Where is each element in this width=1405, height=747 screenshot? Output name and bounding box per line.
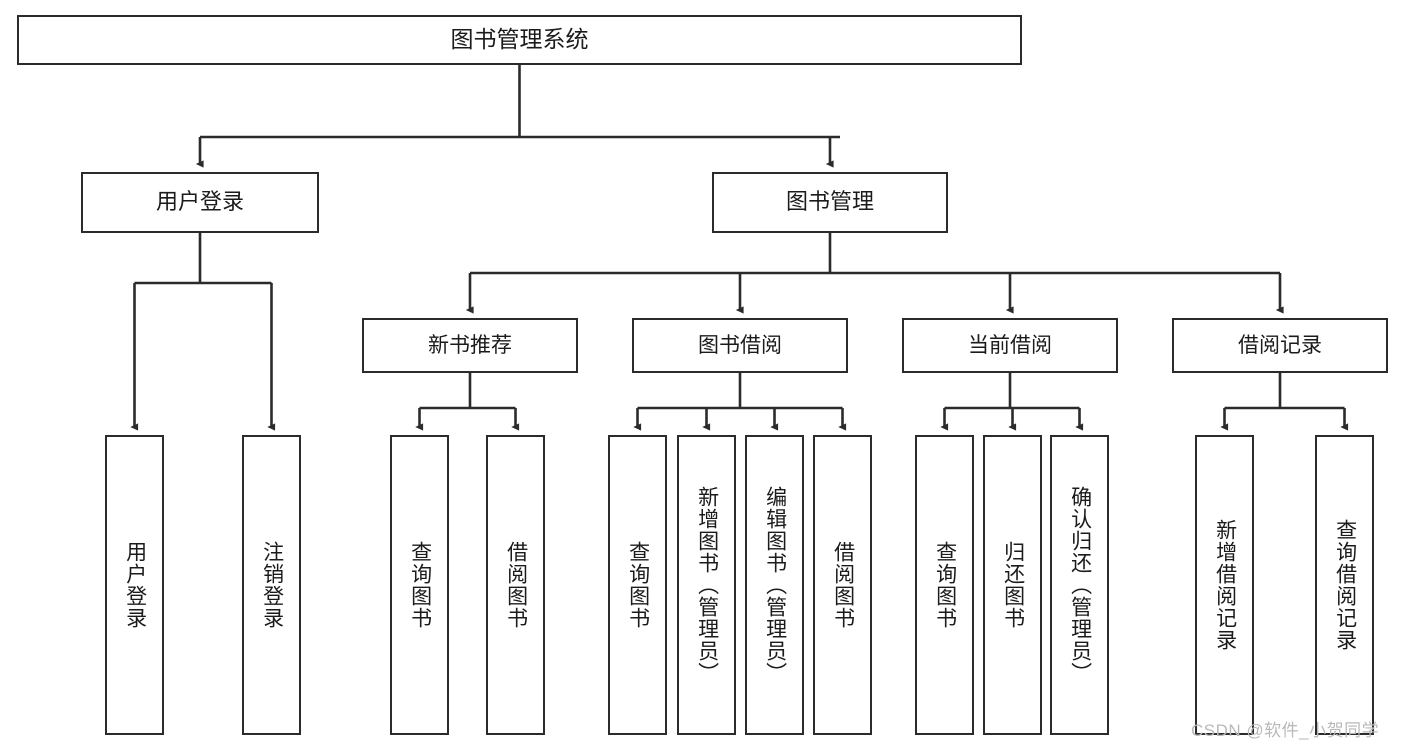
- node-book-manage-label: 图书管理: [785, 189, 874, 215]
- leaf-borrow-book-rec-label: 借阅图书: [504, 541, 528, 629]
- node-root[interactable]: 图书管理系统: [17, 15, 1022, 65]
- leaf-query-book-rec[interactable]: 查询图书: [390, 435, 449, 735]
- leaf-query-record[interactable]: 查询借阅记录: [1315, 435, 1374, 735]
- leaf-confirm-return-label: 确认归还（管理员）: [1068, 486, 1092, 684]
- node-book-borrow[interactable]: 图书借阅: [632, 318, 848, 373]
- node-user-login-label: 用户登录: [155, 189, 244, 215]
- node-current-borrow[interactable]: 当前借阅: [902, 318, 1118, 373]
- leaf-user-login[interactable]: 用户登录: [105, 435, 164, 735]
- leaf-add-record-label: 新增借阅记录: [1213, 519, 1237, 651]
- leaf-user-logout-label: 注销登录: [260, 541, 284, 629]
- leaf-query-book[interactable]: 查询图书: [608, 435, 667, 735]
- leaf-query-book-cur-label: 查询图书: [933, 541, 957, 629]
- node-book-borrow-label: 图书借阅: [698, 333, 782, 357]
- node-new-book-rec-label: 新书推荐: [428, 333, 512, 357]
- leaf-query-record-label: 查询借阅记录: [1333, 519, 1357, 651]
- leaf-return-book[interactable]: 归还图书: [983, 435, 1042, 735]
- leaf-user-logout[interactable]: 注销登录: [242, 435, 301, 735]
- node-borrow-record-label: 借阅记录: [1238, 333, 1322, 357]
- node-user-login[interactable]: 用户登录: [81, 172, 319, 233]
- leaf-return-book-label: 归还图书: [1001, 541, 1025, 629]
- node-root-label: 图书管理系统: [450, 26, 589, 53]
- leaf-add-book-label: 新增图书（管理员）: [695, 486, 719, 684]
- node-book-manage[interactable]: 图书管理: [712, 172, 948, 233]
- leaf-borrow-book-rec[interactable]: 借阅图书: [486, 435, 545, 735]
- watermark: CSDN @软件_小贺同学: [1191, 721, 1380, 740]
- node-current-borrow-label: 当前借阅: [968, 333, 1052, 357]
- leaf-confirm-return[interactable]: 确认归还（管理员）: [1050, 435, 1109, 735]
- leaf-borrow-book-label: 借阅图书: [831, 541, 855, 629]
- leaf-borrow-book[interactable]: 借阅图书: [813, 435, 872, 735]
- leaf-query-book-label: 查询图书: [626, 541, 650, 629]
- leaf-query-book-rec-label: 查询图书: [408, 541, 432, 629]
- leaf-query-book-cur[interactable]: 查询图书: [915, 435, 974, 735]
- node-new-book-rec[interactable]: 新书推荐: [362, 318, 578, 373]
- leaf-edit-book[interactable]: 编辑图书（管理员）: [745, 435, 804, 735]
- leaf-edit-book-label: 编辑图书（管理员）: [763, 486, 787, 684]
- leaf-add-record[interactable]: 新增借阅记录: [1195, 435, 1254, 735]
- leaf-add-book[interactable]: 新增图书（管理员）: [677, 435, 736, 735]
- leaf-user-login-label: 用户登录: [123, 541, 147, 629]
- node-borrow-record[interactable]: 借阅记录: [1172, 318, 1388, 373]
